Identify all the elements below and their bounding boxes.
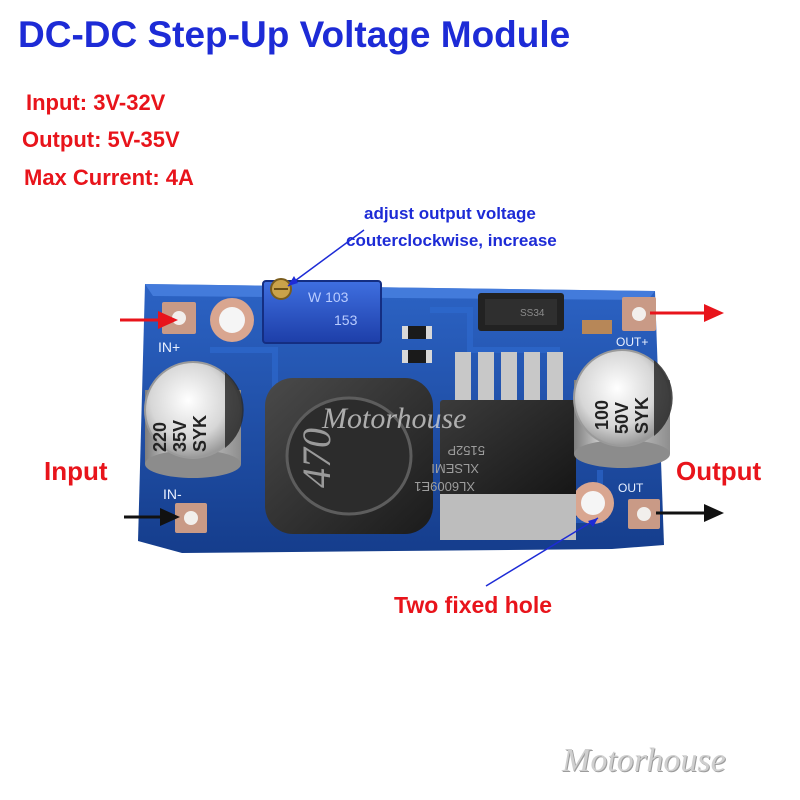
input-minus-arrow [124, 508, 180, 526]
input-plus-arrow [120, 311, 178, 329]
spec-input-range: Input: 3V-32V [26, 90, 166, 115]
ic-marking-line2: XLSEMI [431, 461, 479, 476]
pad-in-minus [175, 503, 207, 533]
pad-in-plus [162, 302, 196, 334]
cap-input-voltage: 35V [170, 420, 190, 452]
cap-output-voltage: 50V [612, 402, 632, 434]
ic-marking-line3: 5152P [447, 443, 485, 458]
pot-marking-top: W 103 [308, 289, 349, 305]
adjust-note-line1: adjust output voltage [364, 204, 536, 223]
input-capacitor: 220 35V SYK [144, 361, 244, 478]
adjust-callout-arrowhead [288, 276, 298, 286]
output-minus-arrow [656, 504, 724, 522]
holes-callout-arrowhead [588, 518, 598, 527]
pin-label-in-plus: IN+ [158, 339, 180, 355]
output-plus-arrow [650, 304, 724, 322]
page-title: DC-DC Step-Up Voltage Module [18, 14, 571, 55]
regulator-ic: XL6009E1 XLSEMI 5152P [414, 352, 576, 540]
input-label: Input [44, 456, 108, 486]
pad-out-plus [622, 297, 656, 331]
inductor-marking: 470 [294, 428, 339, 488]
mounting-hole-left [210, 298, 254, 342]
cap-input-value: 220 [150, 422, 170, 452]
output-label: Output [676, 456, 762, 486]
holes-callout-line [485, 517, 599, 587]
spec-max-current: Max Current: 4A [24, 165, 194, 190]
ic-marking-line1: XL6009E1 [414, 479, 475, 494]
pin-label-in-minus: IN- [163, 486, 182, 502]
adjust-note-line2: couterclockwise, increase [346, 231, 557, 250]
pin-label-out-plus: OUT+ [616, 335, 648, 349]
diode-marking: SS34 [520, 308, 545, 319]
smd-resistor-1 [402, 326, 432, 339]
cap-output-brand: SYK [632, 397, 652, 434]
pad-out-minus [628, 499, 660, 529]
smd-resistor-2 [402, 350, 432, 363]
cap-output-value: 100 [592, 400, 612, 430]
adjust-callout-line [287, 229, 365, 287]
mounting-hole-right [572, 482, 614, 524]
diode: SS34 [478, 293, 564, 331]
inductor: 470 [265, 378, 433, 534]
board-watermark: Motorhouse [321, 402, 466, 435]
pot-marking-bottom: 153 [334, 312, 358, 328]
fixed-holes-label: Two fixed hole [394, 592, 553, 618]
pin-label-out-minus: OUT [618, 481, 644, 495]
output-capacitor: 100 50V SYK [573, 349, 673, 468]
watermark: Motorhouse [562, 742, 726, 779]
smd-capacitor [582, 320, 612, 334]
cap-input-brand: SYK [190, 415, 210, 452]
potentiometer: W 103 153 [262, 278, 382, 344]
spec-output-range: Output: 5V-35V [22, 127, 180, 152]
